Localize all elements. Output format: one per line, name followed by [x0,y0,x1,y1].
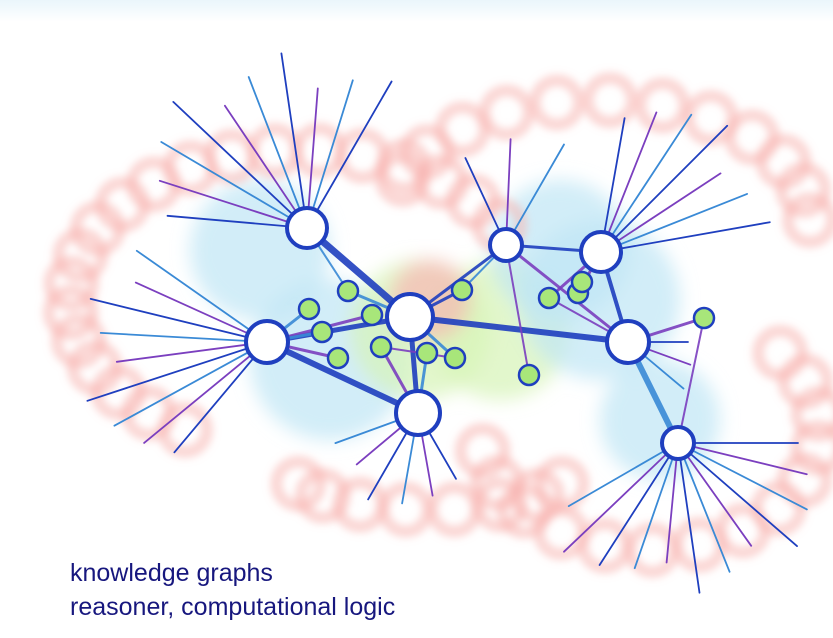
pink-blob [434,101,491,158]
hub-node [285,206,329,250]
pink-blob [478,84,535,141]
spoke-edge [600,192,748,253]
spoke-edge [677,442,808,476]
small-node [570,270,594,294]
pink-blob [426,481,483,538]
spoke-edge [134,281,268,343]
hub-node [488,227,524,263]
small-node [415,341,439,365]
spoke-edge [143,341,268,444]
spoke-edge [247,76,308,229]
graph-link [264,339,421,416]
small-node [443,346,467,370]
graph-nodes [244,206,716,461]
spoke-edge [86,341,268,402]
small-node [369,335,393,359]
spoke-edge [172,101,308,229]
spoke-edge [600,172,722,253]
spoke-edge [113,341,268,427]
pink-blob [671,516,728,573]
spoke-edge [600,113,693,253]
spoke-edge [600,124,729,253]
hub-node [244,319,290,365]
pink-blob [782,192,833,248]
pink-blob [790,385,833,442]
hub-node [394,389,442,437]
small-node [517,363,541,387]
spoke-edge [633,442,679,570]
pink-blob [42,284,99,341]
small-node [537,286,561,310]
pink-blob [775,161,832,218]
spoke-edge [135,249,268,343]
spoke-edge [115,341,268,363]
spoke-edge [89,297,268,343]
spoke-edge [99,331,268,343]
spoke-edge [677,442,798,547]
caption: knowledge graphs reasoner, computational… [70,556,395,624]
small-node [310,320,334,344]
caption-line-knowledge-graphs: knowledge graphs [70,559,273,587]
spoke-edge [600,221,771,253]
pink-blob [529,74,585,131]
pink-blob [246,122,303,179]
pink-blob [270,455,327,512]
small-node [692,306,716,330]
spoke-edge [306,80,393,229]
pink-blob [291,122,347,179]
spoke-edge [600,117,626,253]
hub-node [385,292,435,342]
pink-cluster-blobs [42,72,833,578]
spoke-edge [563,442,679,553]
spoke-edge [160,141,308,229]
spoke-edge [677,442,808,511]
pink-blob [634,77,691,134]
spoke-edge [306,87,319,229]
small-node [326,346,350,370]
spoke-edge [306,79,354,229]
spoke-edge [505,143,565,246]
small-node [450,278,474,302]
spoke-edge [677,442,701,594]
pink-blob [43,255,100,312]
caption-line-reasoner: reasoner, computational logic [70,593,396,621]
pink-blob [50,312,107,369]
graph-link [505,244,530,376]
small-node [336,279,360,303]
small-node [360,303,384,327]
graph-link [407,314,631,345]
pink-blob [377,481,434,538]
spoke-edge [280,52,308,229]
spoke-edge [158,179,308,229]
spoke-edges [86,52,808,594]
spoke-edge [166,214,308,229]
spoke-edge [677,442,753,547]
pink-blob [576,517,633,574]
spoke-edge [567,442,679,508]
spoke-edge [677,442,731,573]
graph-link [677,317,705,444]
hub-node [605,319,651,365]
hub-node [579,230,623,274]
pink-blob [582,72,638,129]
spoke-edge [223,104,308,229]
hub-node [660,425,696,461]
pink-blob [454,422,511,479]
spoke-edge [665,442,679,564]
small-node [297,297,321,321]
halo [600,360,720,480]
spoke-edge [598,442,679,566]
spoke-edge [173,341,268,454]
spoke-edge [600,111,658,253]
